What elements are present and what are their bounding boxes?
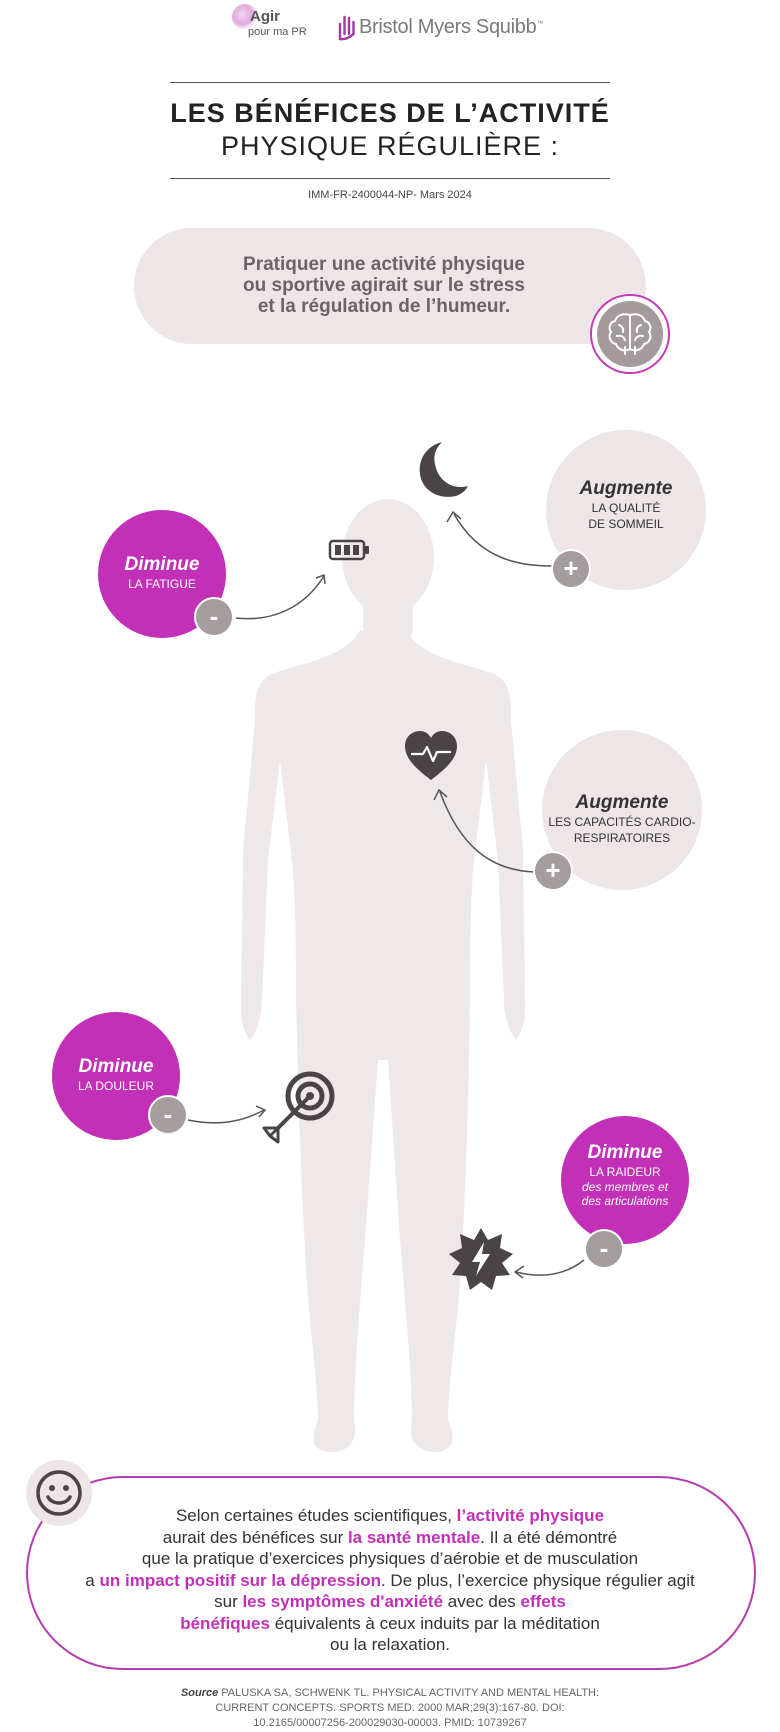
pain-benefit-line1: LA DOULEUR	[77, 1079, 155, 1093]
pain-benefit-verb: Diminue	[78, 1056, 154, 1077]
source-line3: 10.2165/00007256-200029030-00003. PMID: …	[253, 1717, 527, 1729]
conclusion-text-7: sur	[214, 1592, 243, 1611]
fatigue-benefit-verb: Diminue	[124, 554, 200, 575]
battery-icon	[328, 539, 369, 561]
document-reference: IMM-FR-2400044-NP- Mars 2024	[308, 189, 472, 201]
fatigue-benefit-line1: LA FATIGUE	[128, 577, 196, 591]
conclusion-highlight-5: effets	[520, 1592, 566, 1611]
cardio-benefit-verb: Augmente	[575, 792, 669, 813]
stiffness-arrow	[513, 1259, 585, 1279]
title-bottom-rule	[170, 178, 610, 179]
pain-minus-badge: -	[148, 1095, 188, 1135]
intro-line1: Pratiquer une activité physique	[243, 254, 525, 275]
title-top-rule	[170, 82, 610, 83]
conclusion-text-5: a	[85, 1570, 100, 1590]
sleep-arrow	[446, 510, 553, 567]
source-citation: Source PALUSKA SA, SCHWENK TL. PHYSICAL …	[100, 1686, 680, 1731]
moon-icon	[419, 442, 468, 497]
sleep-benefit-line2: DE SOMMEIL	[588, 517, 664, 531]
conclusion-highlight-1: l’activité physique	[456, 1506, 605, 1525]
cardio-benefit-line2: RESPIRATOIRES	[573, 831, 671, 845]
conclusion-highlight-6: bénéfiques	[180, 1613, 270, 1633]
stiffness-benefit-circle: Diminue LA RAIDEUR des membres et des ar…	[561, 1116, 689, 1244]
bms-logo: Bristol Myers Squibb™	[337, 10, 547, 44]
conclusion-pill	[26, 1476, 756, 1670]
target-icon	[262, 1071, 335, 1144]
brain-icon	[608, 313, 652, 355]
conclusion-text-3: . Il a été démontré	[480, 1527, 618, 1547]
bms-hand-icon	[338, 15, 355, 41]
sleep-benefit-verb: Augmente	[579, 478, 673, 499]
conclusion-text-4: que la pratique d’exercices physiques d’…	[141, 1549, 639, 1568]
cardio-plus-badge: +	[533, 851, 573, 891]
conclusion-highlight-4: les symptômes d'anxiété	[242, 1592, 444, 1611]
stiffness-benefit-line1: LA RAIDEUR	[589, 1165, 661, 1179]
conclusion-highlight-3: un impact positif sur la dépression	[99, 1570, 381, 1590]
conclusion-text-6: . De plus, l’exercice physique régulier …	[380, 1570, 695, 1590]
conclusion-text-9: équivalents à ceux induits par la médita…	[269, 1613, 600, 1633]
sleep-plus-badge: +	[551, 549, 591, 589]
bms-trademark: ™	[536, 20, 544, 28]
agir-logo: Agir pour ma PR	[232, 2, 312, 42]
plus-icon: +	[563, 553, 579, 583]
intro-pill: Pratiquer une activité physique ou sport…	[134, 228, 646, 344]
stiffness-minus-badge: -	[584, 1229, 624, 1269]
minus-icon: -	[209, 601, 219, 631]
stiffness-benefit-italic2: des articulations	[581, 1194, 669, 1208]
conclusion-text-1: Selon certaines études scientifiques,	[175, 1506, 457, 1525]
agir-swirl-icon	[232, 4, 258, 30]
conclusion-text-2: aurait des bénéfices sur	[162, 1527, 348, 1547]
stiffness-benefit-verb: Diminue	[587, 1142, 663, 1163]
brain-badge	[590, 294, 670, 374]
sleep-benefit-line1: LA QUALITÉ	[591, 501, 661, 515]
intro-line2: ou sportive agirait sur le stress	[243, 275, 525, 296]
page-title-line2: PHYSIQUE RÉGULIÈRE :	[220, 131, 560, 161]
source-line2: CURRENT CONCEPTS. SPORTS MED. 2000 MAR;2…	[215, 1702, 565, 1714]
intro-line3: et la régulation de l’humeur.	[257, 296, 511, 317]
page-title-line1: LES BÉNÉFICES DE L’ACTIVITÉ	[170, 98, 610, 128]
agir-logo-title: Agir	[250, 8, 280, 25]
cardio-arrow	[433, 788, 535, 873]
lightning-burst-icon	[449, 1228, 513, 1290]
fatigue-arrow	[235, 573, 326, 620]
minus-icon: -	[599, 1233, 609, 1263]
stiffness-benefit-italic1: des membres et	[581, 1180, 669, 1194]
conclusion-text-10: ou la relaxation.	[329, 1635, 451, 1654]
source-line1: PALUSKA SA, SCHWENK TL. PHYSICAL ACTIVIT…	[218, 1687, 600, 1699]
conclusion-highlight-2: la santé mentale	[347, 1527, 481, 1547]
plus-icon: +	[545, 855, 561, 885]
conclusion-text-8: avec des	[443, 1592, 521, 1611]
fatigue-minus-badge: -	[194, 597, 234, 637]
cardio-benefit-circle: Augmente LES CAPACITÉS CARDIO- RESPIRATO…	[542, 730, 702, 890]
conclusion-text: Selon certaines études scientifiques, l’…	[46, 1505, 734, 1656]
heart-pulse-icon	[405, 731, 457, 780]
bms-logo-text: Bristol Myers Squibb	[359, 16, 537, 38]
cardio-benefit-line1: LES CAPACITÉS CARDIO-	[548, 815, 696, 829]
pain-arrow	[187, 1105, 267, 1124]
smiley-badge	[26, 1460, 92, 1526]
minus-icon: -	[163, 1099, 173, 1129]
agir-logo-subtitle: pour ma PR	[248, 26, 307, 38]
source-label: Source	[180, 1687, 219, 1699]
smiley-icon	[36, 1470, 82, 1516]
